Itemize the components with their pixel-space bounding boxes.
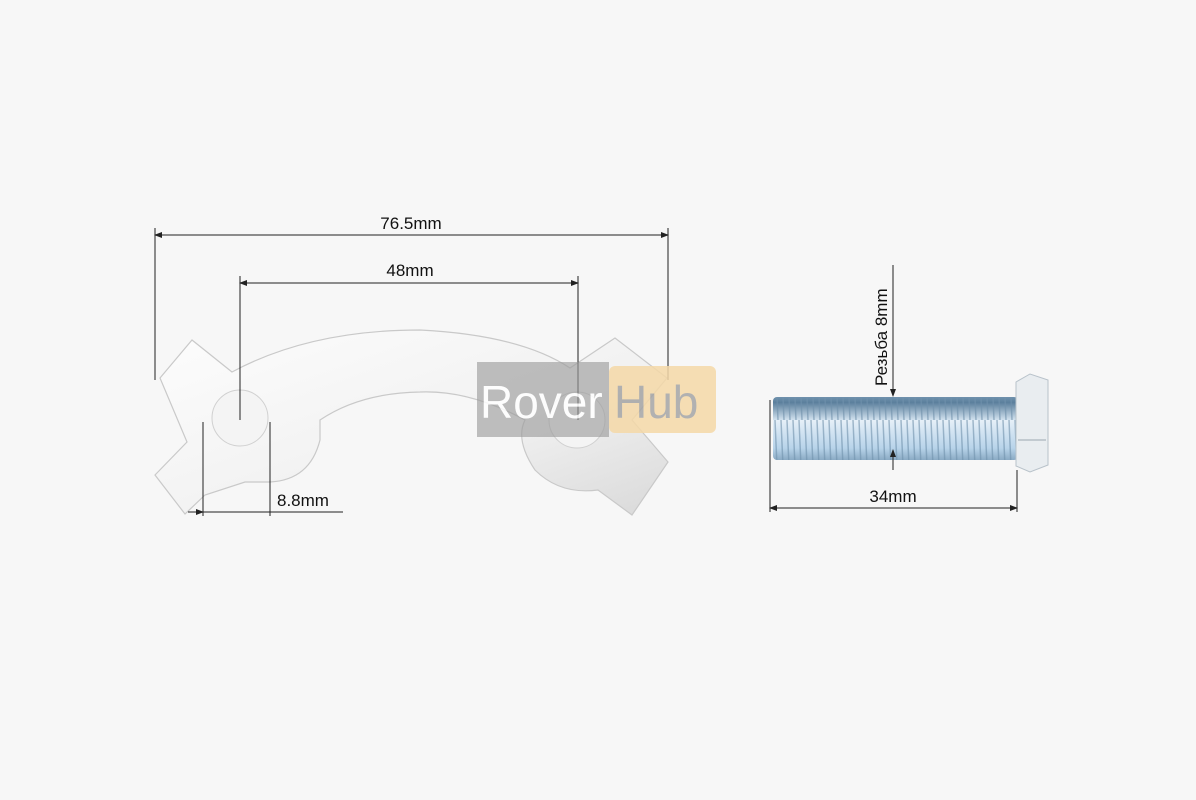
rover-hub-watermark: Rover Hub — [477, 362, 716, 437]
watermark-hub: Hub — [614, 376, 698, 428]
dim-thread: Резьба 8mm — [872, 288, 891, 386]
bolt-head — [1015, 373, 1049, 473]
bolt-shank — [773, 397, 1018, 460]
dim-hole-spacing: 48mm — [386, 261, 433, 280]
watermark-rover: Rover — [480, 376, 603, 428]
dim-bolt-length: 34mm — [869, 487, 916, 506]
dim-hole-diameter: 8.8mm — [277, 491, 329, 510]
dim-overall-width: 76.5mm — [380, 214, 441, 233]
